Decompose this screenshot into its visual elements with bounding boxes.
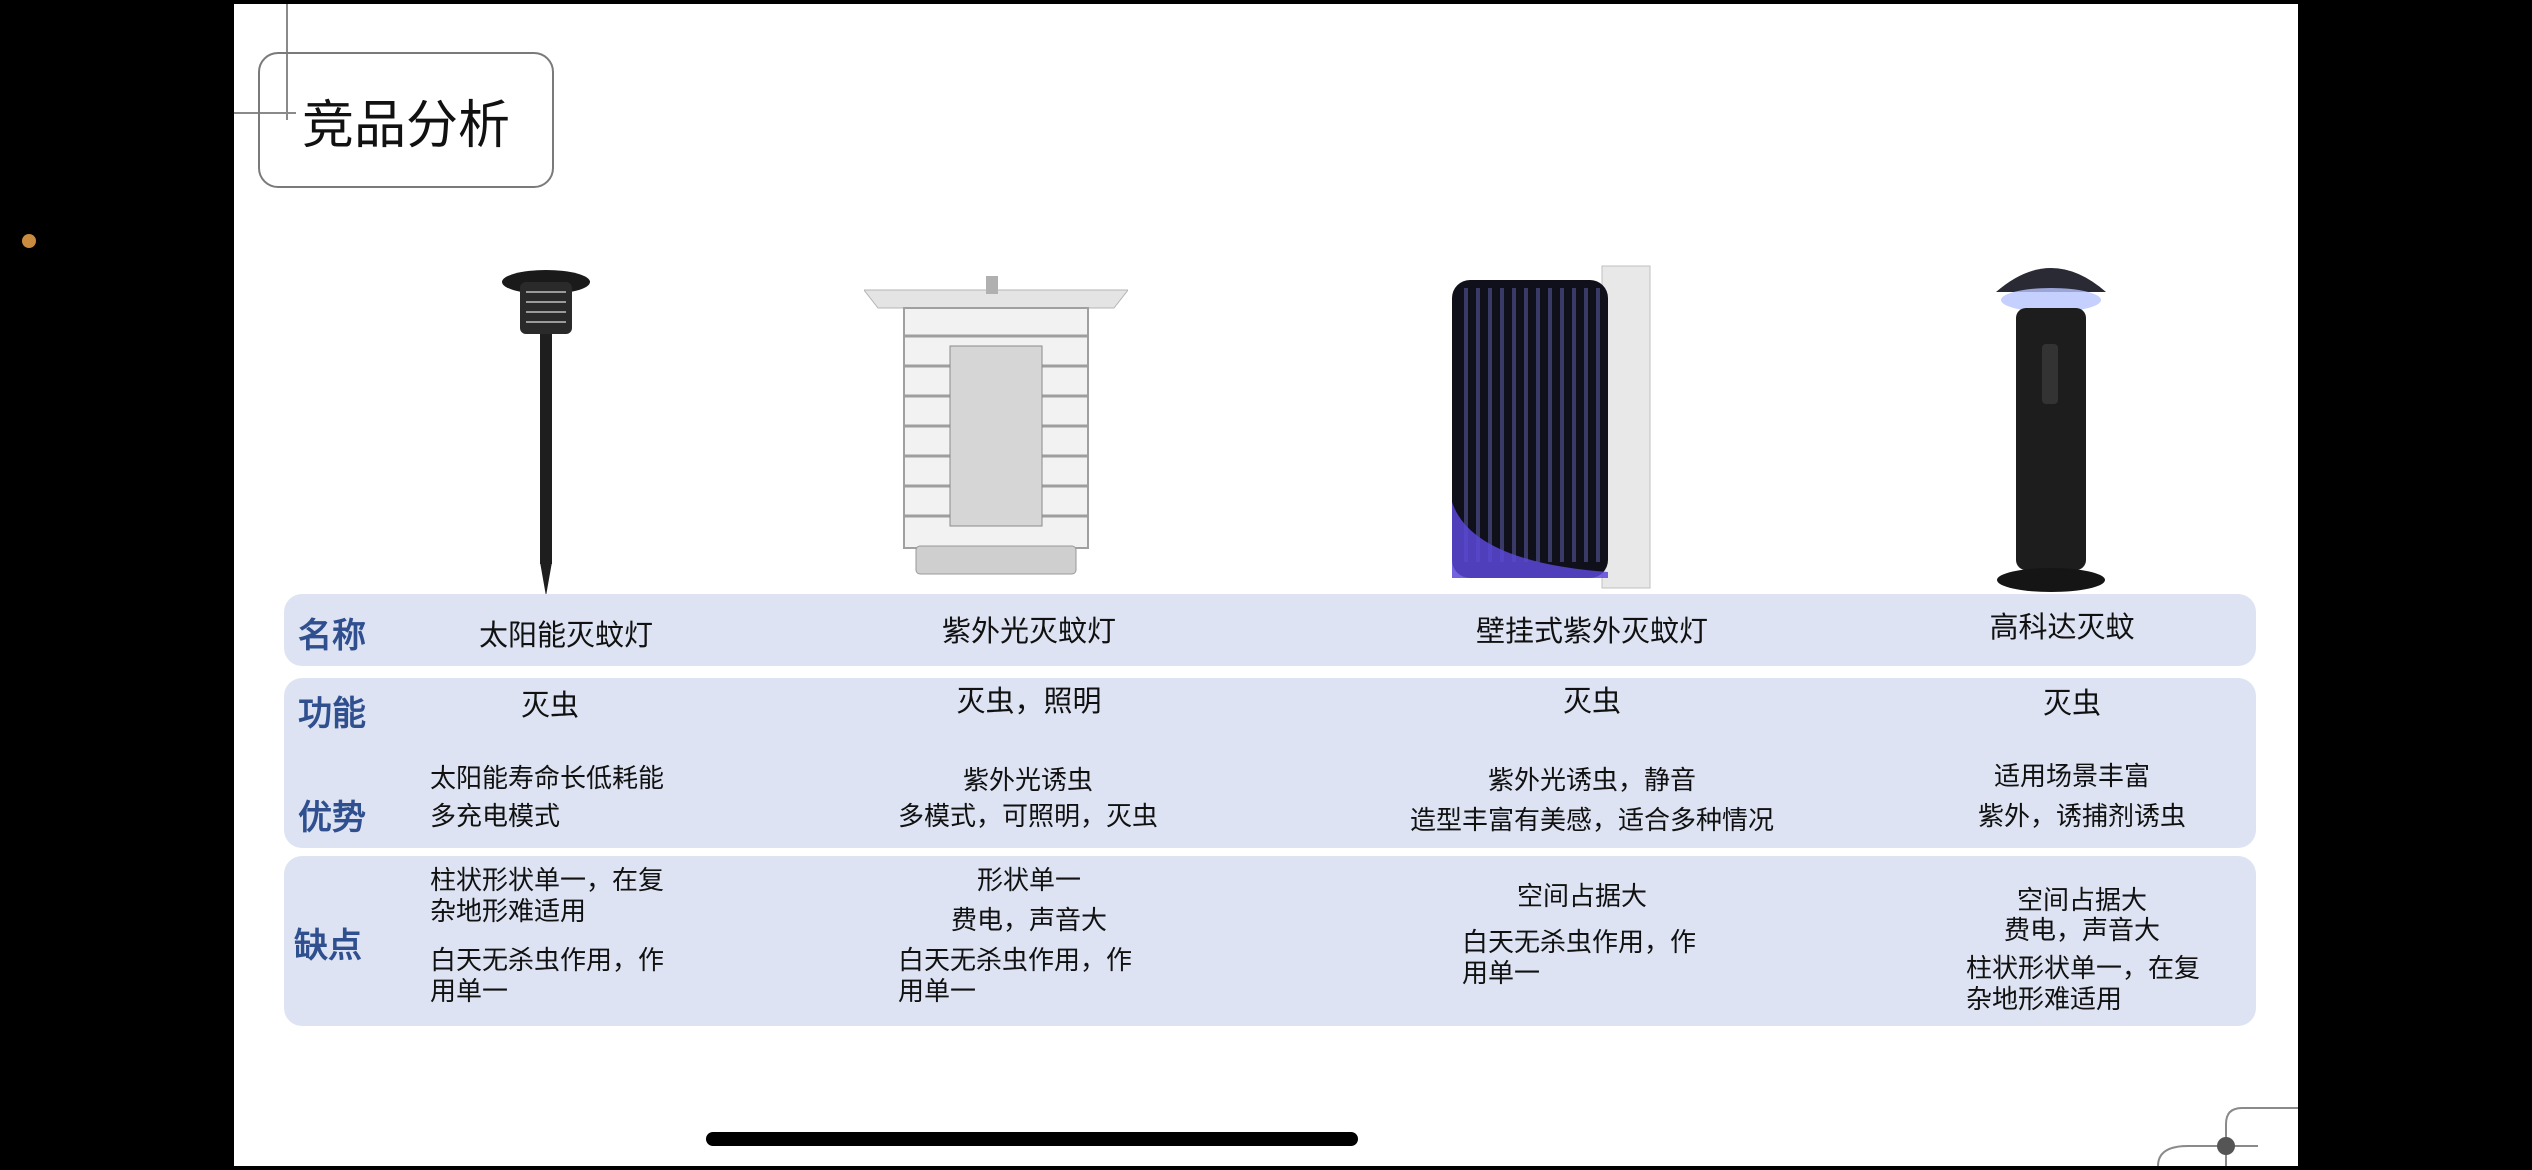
product-function: 灭虫 bbox=[2042, 686, 2101, 720]
advantage-item: 紫外，诱捕剂诱虫 bbox=[1977, 802, 2186, 832]
disadvantage-item: 白天无杀虫作用，作用单一 bbox=[430, 946, 665, 1007]
corner-decoration-line bbox=[286, 4, 288, 120]
product-name: 紫外光灭蚊灯 bbox=[941, 614, 1116, 648]
disadvantage-band bbox=[284, 856, 2256, 1026]
pointer-dot bbox=[22, 234, 36, 248]
corner-decoration-line bbox=[234, 112, 296, 114]
disadvantage-item: 白天无杀虫作用，作用单一 bbox=[1462, 928, 1697, 989]
column-mosquito-trap-icon bbox=[1996, 268, 2106, 592]
disadvantage-item: 空间占据大 bbox=[1516, 882, 1647, 912]
product-function: 灭虫 bbox=[520, 688, 579, 722]
wall-mounted-uv-lamp-icon bbox=[1452, 265, 1651, 589]
advantage-item: 多模式，可照明，灭虫 bbox=[897, 802, 1158, 832]
advantage-item: 紫外光诱虫，静音 bbox=[1487, 766, 1696, 796]
product-name: 高科达灭蚊 bbox=[1989, 610, 2135, 644]
solar-stake-lamp-icon bbox=[502, 270, 590, 596]
disadvantage-item: 形状单一 bbox=[976, 866, 1081, 896]
row-label-function: 功能 bbox=[298, 694, 366, 734]
advantage-item: 造型丰富有美感，适合多种情况 bbox=[1409, 806, 1774, 836]
function-advantage-band bbox=[284, 678, 2256, 848]
slide-title: 竞品分析 bbox=[258, 52, 554, 188]
product-name: 壁挂式紫外灭蚊灯 bbox=[1475, 614, 1708, 648]
disadvantage-item: 柱状形状单一，在复杂地形难适用 bbox=[430, 866, 665, 927]
advantage-item: 紫外光诱虫 bbox=[962, 766, 1093, 796]
disadvantage-item: 空间占据大 bbox=[2016, 886, 2147, 916]
disadvantage-item: 费电，声音大 bbox=[2003, 916, 2160, 946]
uv-cage-lamp-icon bbox=[864, 276, 1128, 575]
name-row-band bbox=[284, 594, 2256, 666]
disadvantage-item: 费电，声音大 bbox=[950, 906, 1107, 936]
product-name: 太阳能灭蚊灯 bbox=[478, 618, 653, 652]
row-label-advantage: 优势 bbox=[298, 798, 366, 838]
row-label-disadvantage: 缺点 bbox=[294, 926, 362, 966]
product-function: 灭虫 bbox=[1562, 684, 1621, 718]
disadvantage-item: 柱状形状单一，在复杂地形难适用 bbox=[1966, 954, 2201, 1015]
slide: 竞品分析 bbox=[234, 4, 2298, 1166]
disadvantage-item: 白天无杀虫作用，作用单一 bbox=[898, 946, 1133, 1007]
product-function: 灭虫，照明 bbox=[956, 684, 1102, 718]
corner-decoration bbox=[2157, 1107, 2298, 1166]
advantage-item: 太阳能寿命长低耗能 bbox=[430, 764, 665, 794]
advantage-item: 适用场景丰富 bbox=[1993, 762, 2150, 792]
advantage-item: 多充电模式 bbox=[430, 802, 561, 832]
horizontal-scrollbar[interactable] bbox=[706, 1132, 1358, 1146]
row-label-name: 名称 bbox=[298, 616, 366, 656]
